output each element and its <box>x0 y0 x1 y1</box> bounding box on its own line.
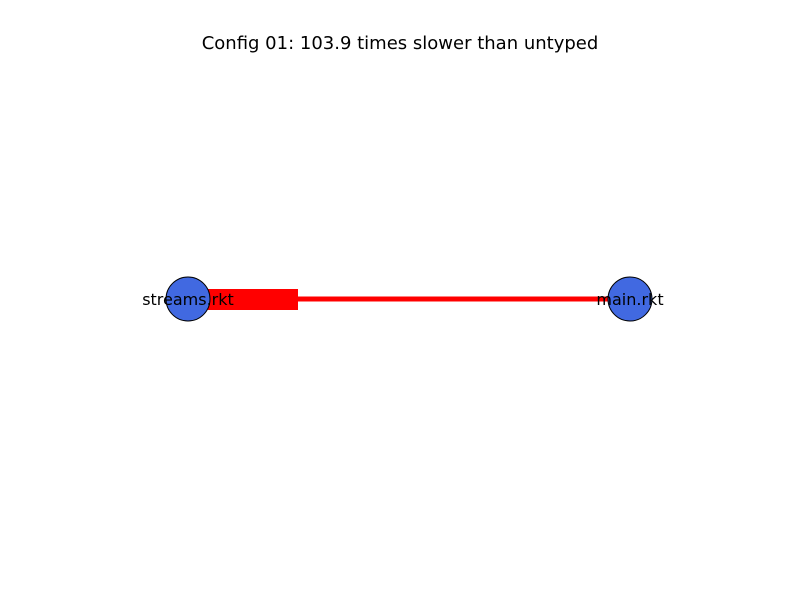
node-main: main.rkt <box>596 276 664 322</box>
node-streams: streams.rkt <box>142 276 234 322</box>
edge-main-to-streams <box>208 289 630 310</box>
node-label: main.rkt <box>596 290 663 309</box>
node-circle <box>607 276 653 322</box>
node-circle <box>165 276 211 322</box>
diagram-title: Config 01: 103.9 times slower than untyp… <box>201 33 599 54</box>
node-label: streams.rkt <box>142 290 234 309</box>
edge-arrowhead <box>208 289 298 310</box>
